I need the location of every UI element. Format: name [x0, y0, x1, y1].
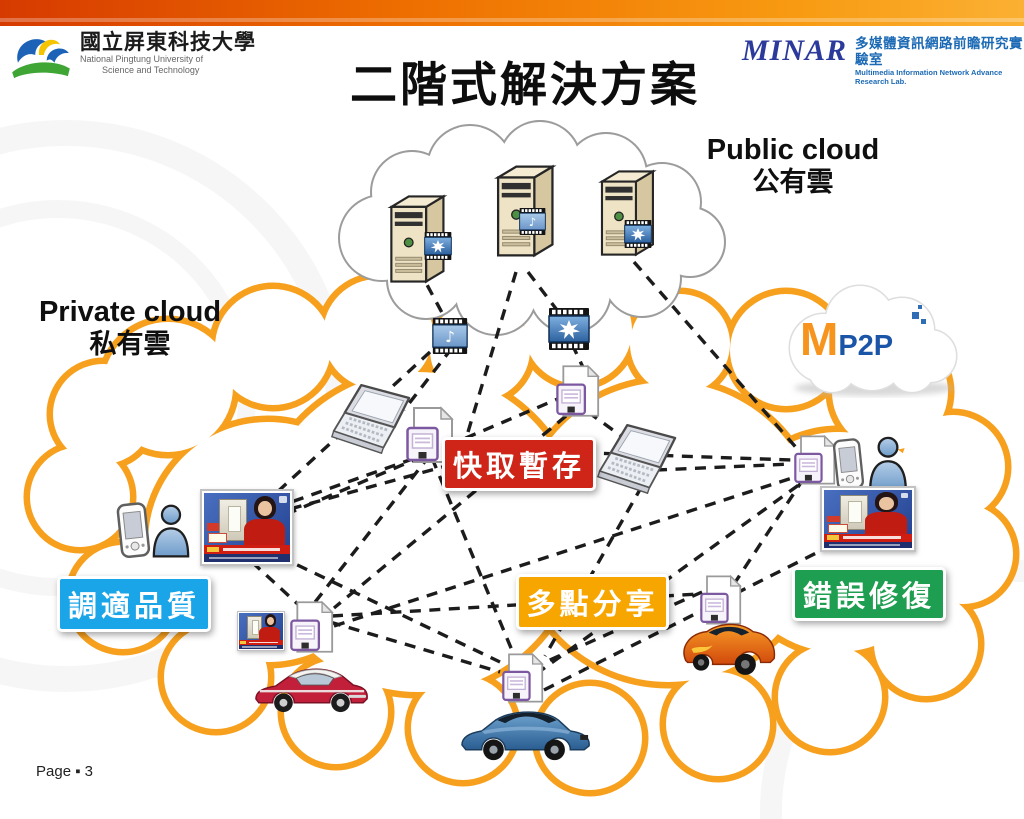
page-title: 二階式解決方案 — [350, 58, 700, 111]
mp2p-cloud-shape — [788, 284, 958, 396]
news-video-thumbnail — [820, 486, 916, 552]
label-multipoint-sharing: 多點分享 — [516, 574, 669, 630]
news-video-screen — [239, 613, 283, 649]
film-star-icon — [548, 308, 590, 350]
laptop-icon — [596, 423, 677, 495]
public-cloud-caption: Public cloud 公有雲 — [698, 134, 888, 198]
mp2p-logo-p2p: P2P — [838, 330, 894, 362]
film-music-icon — [519, 208, 546, 235]
private-cloud-caption-zh: 私有雲 — [89, 329, 171, 360]
mp2p-logo-m: M — [800, 313, 839, 365]
lab-acronym: MINAR — [742, 34, 848, 67]
public-cloud-caption-en: Public cloud — [706, 134, 880, 166]
document-disk-icon — [794, 435, 836, 485]
label-adaptive-quality: 調適品質 — [57, 576, 211, 632]
private-cloud-caption: Private cloud 私有雲 — [30, 296, 230, 360]
mp2p-logo-pixel — [921, 319, 926, 324]
document-disk-icon — [502, 653, 544, 703]
pda-icon — [832, 437, 865, 491]
lab-name-en: Multimedia Information Network Advance R… — [855, 68, 1003, 87]
lab-name-zh: 多媒體資訊網路前瞻研究實驗室 — [855, 36, 1024, 68]
document-disk-icon — [556, 365, 600, 417]
red-classic-car-icon — [255, 668, 368, 713]
news-video-thumbnail — [200, 489, 294, 566]
news-video-thumbnail — [237, 611, 285, 651]
mp2p-logo: M P2P — [800, 305, 950, 365]
orange-hotrod-car-icon — [683, 623, 776, 675]
mp2p-logo-pixel — [918, 305, 922, 309]
pda-icon — [116, 501, 151, 559]
university-name-zh: 國立屏東科技大學 — [80, 31, 256, 54]
film-star-icon — [424, 232, 452, 260]
person-icon — [152, 504, 190, 558]
page-number: Page ▪ 3 — [36, 763, 94, 780]
private-cloud-caption-en: Private cloud — [38, 296, 222, 328]
document-disk-icon — [290, 601, 334, 653]
university-logo-block: 國立屏東科技大學 National Pingtung University of… — [10, 31, 256, 80]
film-star-icon — [624, 220, 652, 248]
news-video-screen — [824, 490, 912, 548]
university-name-en: National Pingtung University of Science … — [80, 54, 204, 76]
blue-muscle-car-icon — [461, 711, 590, 761]
top-accent-bar — [0, 0, 1024, 26]
label-error-repair: 錯誤修復 — [792, 567, 946, 621]
news-video-screen — [204, 493, 290, 562]
film-music-icon — [432, 318, 468, 354]
top-bar-gloss — [0, 18, 1024, 22]
university-logo-icon — [12, 39, 70, 79]
label-cache: 快取暫存 — [442, 437, 596, 491]
lab-logo-block: MINAR 多媒體資訊網路前瞻研究實驗室 Multimedia Informat… — [742, 34, 1024, 87]
public-cloud-caption-zh: 公有雲 — [752, 167, 834, 198]
mp2p-logo-pixel — [912, 312, 919, 319]
